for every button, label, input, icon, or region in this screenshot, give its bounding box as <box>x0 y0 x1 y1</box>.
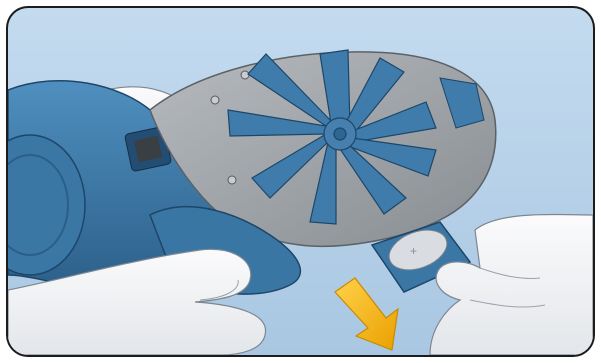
battery-plus-mark: + <box>410 244 417 258</box>
plate-screw-4 <box>228 176 236 184</box>
plate-screw-1 <box>211 96 219 104</box>
plate-screw-2 <box>241 71 249 79</box>
